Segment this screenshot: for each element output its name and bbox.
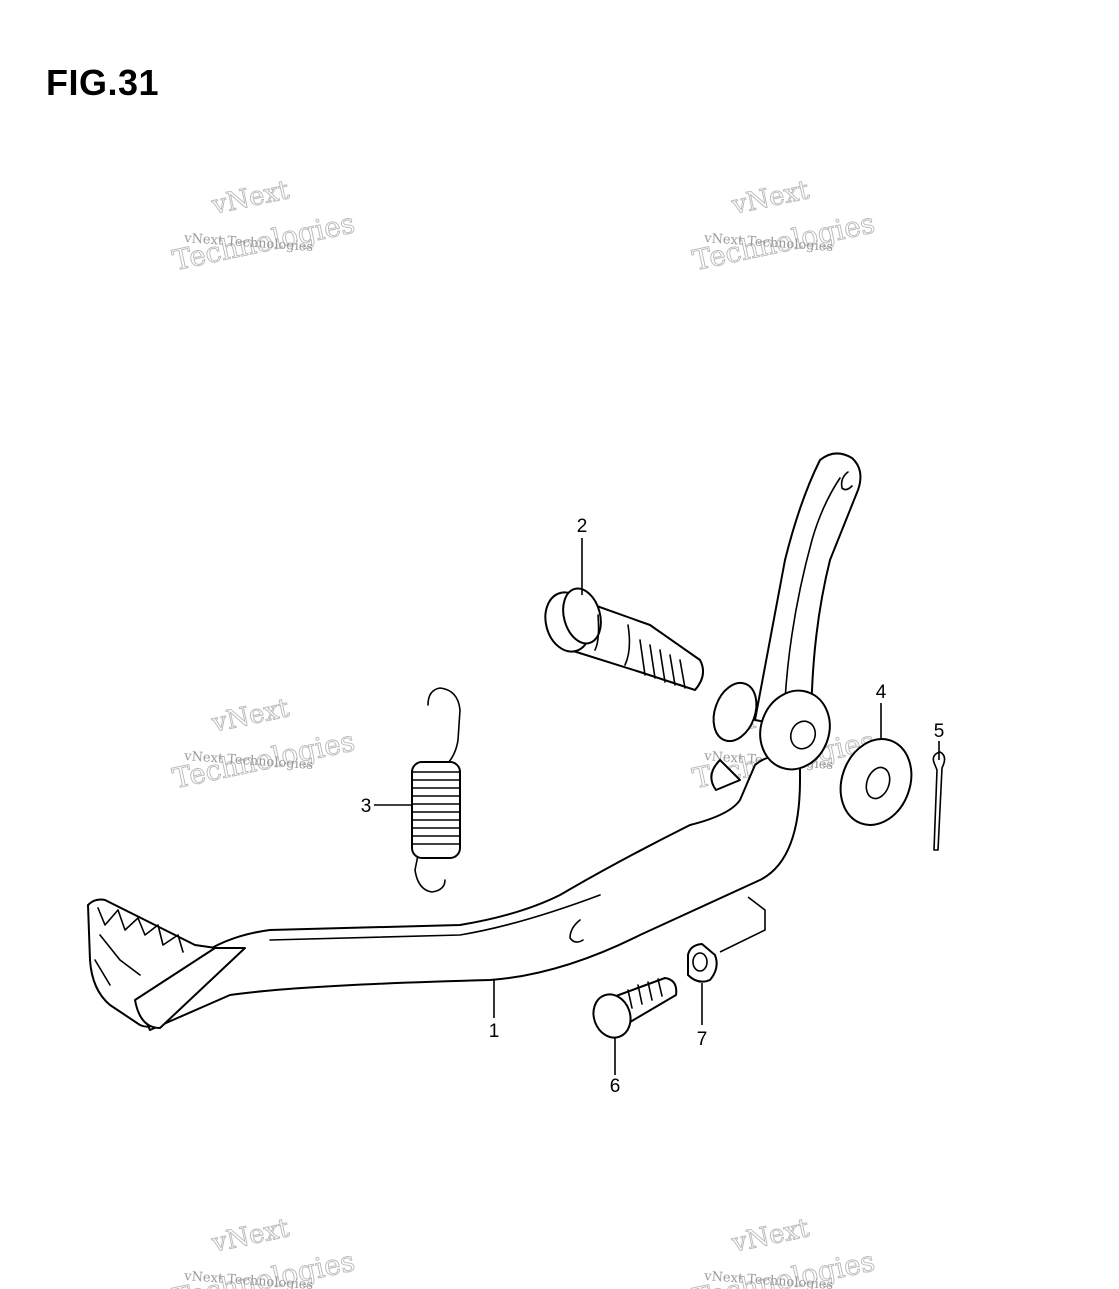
- return-spring-part: [411, 687, 461, 893]
- svg-text:vNext: vNext: [728, 1213, 812, 1259]
- washer-part: [839, 738, 913, 826]
- svg-text:vNext: vNext: [208, 175, 292, 221]
- svg-text:vNext: vNext: [208, 1213, 292, 1259]
- watermark-mid-left: vNext Technologies: [169, 693, 358, 796]
- watermark-top-right: vNext Technologies: [689, 175, 878, 278]
- figure-title: FIG.31: [46, 62, 160, 103]
- cotter-pin-part: [932, 751, 946, 851]
- brake-pedal-part: [87, 452, 862, 1031]
- nut-part: [687, 943, 718, 983]
- callout-7: 7: [697, 1029, 708, 1050]
- callout-4: 4: [876, 682, 887, 703]
- callout-6: 6: [610, 1076, 621, 1097]
- pivot-bolt-part: [544, 587, 705, 691]
- watermark-top-left: vNext Technologies: [169, 175, 358, 278]
- callout-3: 3: [361, 796, 372, 817]
- callout-5: 5: [934, 721, 945, 742]
- callout-2: 2: [577, 516, 588, 537]
- bolt-part: [592, 977, 678, 1039]
- svg-text:vNext: vNext: [208, 693, 292, 739]
- svg-text:vNext: vNext: [728, 175, 812, 221]
- callout-1: 1: [489, 1021, 500, 1042]
